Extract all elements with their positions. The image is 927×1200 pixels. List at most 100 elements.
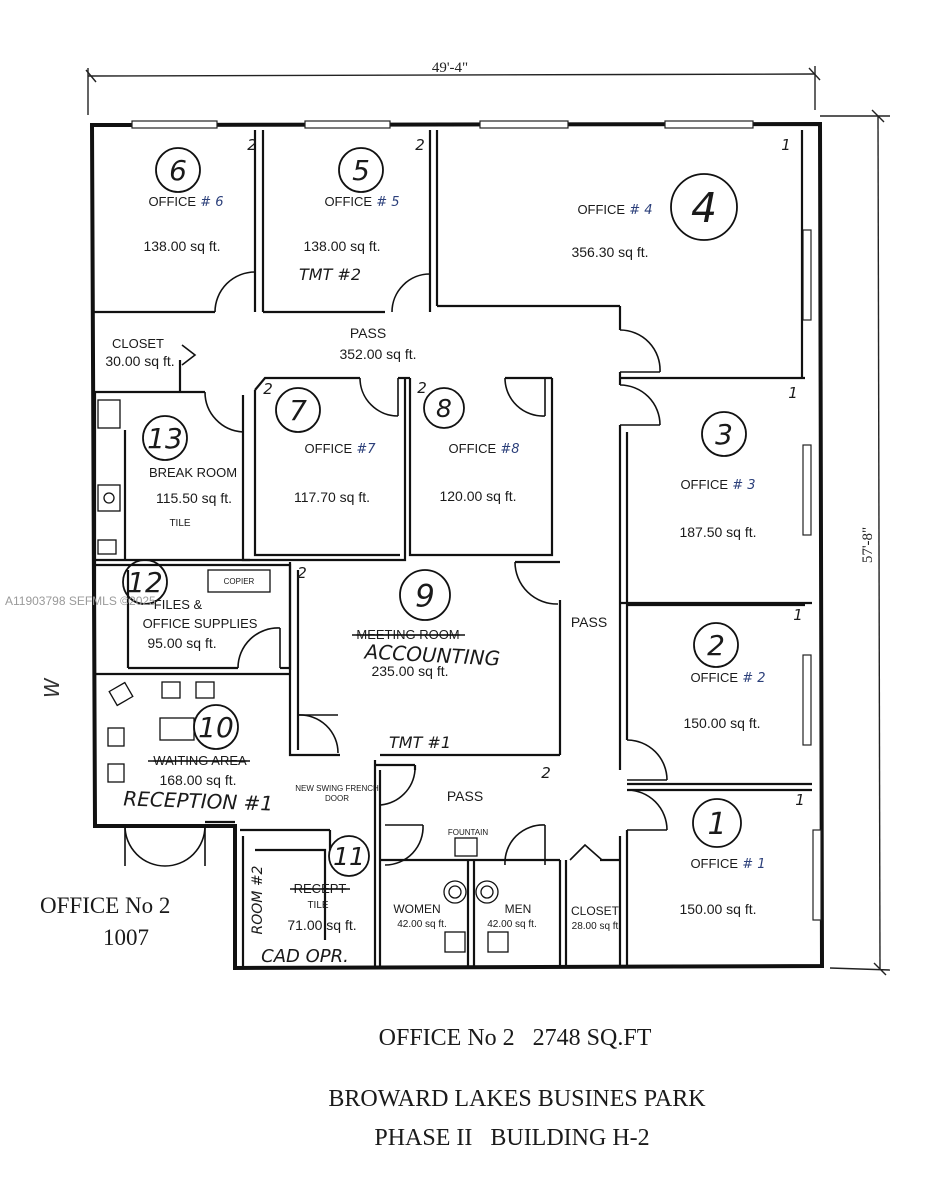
footer-building: PHASE II BUILDING H-2 [374, 1125, 649, 1151]
room-name: MEN [505, 902, 532, 916]
footer-summary: OFFICE No 2 2748 SQ.FT [379, 1025, 652, 1051]
handwritten-relabel-2: CAD OPR. [261, 946, 349, 967]
room-number-circle [155, 147, 201, 193]
room-number: 1 [707, 807, 726, 842]
handwritten-relabel: RECEPTION #1 [123, 786, 274, 815]
room-name: OFFICE # 4 [577, 202, 652, 218]
reception-desk [159, 717, 195, 741]
room-number-circle [122, 559, 168, 605]
room-area: 150.00 sq ft. [679, 901, 756, 917]
room-number-circle [670, 173, 738, 241]
corner-marker: 2 [415, 136, 425, 154]
room-area: 42.00 sq ft. [487, 919, 536, 930]
fountain-icon [454, 837, 478, 857]
room-area: 138.00 sq ft. [303, 238, 380, 254]
room-suffix: #8 [496, 442, 519, 457]
room-name-line2: DOOR [325, 794, 349, 803]
room-number: 11 [333, 842, 365, 871]
tenant-note: TMT #2 [299, 265, 361, 284]
handwritten-relabel: ROOM #2 [250, 865, 266, 934]
room-name: OFFICE # 6 [148, 194, 223, 210]
room-suffix: # 2 [738, 671, 765, 686]
fridge-icon [97, 399, 121, 429]
room-name: OFFICE # 3 [680, 477, 755, 493]
room-name: NEW SWING FRENCH [295, 784, 379, 793]
room-name: WOMEN [393, 902, 440, 916]
room-closet_top: CLOSET 30.00 sq ft. [105, 336, 174, 369]
room-number: 12 [127, 566, 163, 599]
room-name-line2: OFFICE SUPPLIES [143, 616, 258, 631]
room-number-circle [692, 798, 742, 848]
corner-marker: 1 [781, 136, 791, 154]
room-number: 2 [707, 629, 725, 662]
chair-icon [107, 763, 125, 783]
room-name: CLOSET [112, 336, 164, 351]
corner-marker: 2 [541, 764, 551, 782]
room-area: 138.00 sq ft. [143, 238, 220, 254]
room-area: 71.00 sq ft. [287, 917, 356, 933]
room-area: 150.00 sq ft. [683, 715, 760, 731]
corner-marker: 2 [247, 136, 257, 154]
chair-icon [161, 681, 181, 699]
footer-park-name: BROWARD LAKES BUSINES PARK [328, 1086, 706, 1112]
room-name: FILES & [154, 597, 203, 612]
copier-icon [207, 569, 271, 593]
room-area: 115.50 sq ft. [156, 490, 232, 506]
floor-type: TILE [307, 900, 328, 911]
toilet-icon-men [475, 880, 499, 904]
room-men: MEN 42.00 sq ft. [487, 902, 536, 930]
corner-marker: 1 [793, 606, 803, 624]
room-area: 120.00 sq ft. [439, 488, 516, 504]
height-dimension: 57'-8" [860, 527, 876, 563]
chair-icon [108, 681, 134, 707]
margin-mark: W [40, 677, 64, 698]
room-name: OFFICE #7 [305, 441, 377, 457]
room-number-circle [338, 147, 384, 193]
room-suffix: # 6 [196, 195, 223, 210]
toilet-icon-women [443, 880, 467, 904]
room-number: 10 [198, 711, 234, 744]
chair-icon [195, 681, 215, 699]
room-area: 30.00 sq ft. [105, 353, 174, 369]
room-area: 356.30 sq ft. [571, 244, 648, 260]
door-swings [124, 271, 668, 867]
windows [131, 120, 822, 921]
corner-marker: 2 [297, 564, 307, 582]
room-number: 6 [169, 154, 187, 187]
floor-type: TILE [169, 518, 190, 529]
room-suffix: #7 [352, 442, 376, 457]
room-number: 9 [415, 578, 435, 614]
room-area: 95.00 sq ft. [147, 635, 216, 651]
room-number-circle [328, 835, 370, 877]
side-office-number: 1007 [103, 925, 149, 950]
room-name: OFFICE # 1 [690, 856, 765, 872]
room-number: 5 [352, 154, 370, 187]
room-suffix: # 4 [625, 203, 652, 218]
room-name: PASS [447, 788, 483, 804]
copier-label: COPIER [224, 577, 255, 586]
room-number-circle [399, 569, 451, 621]
room-number: 8 [436, 394, 452, 423]
room-suffix: # 3 [728, 478, 755, 493]
room-name: OFFICE #8 [449, 441, 520, 457]
room-area: 352.00 sq ft. [339, 346, 416, 362]
watermark: A11903798 SEFMLS ©2025 [5, 594, 156, 608]
fountain-label: FOUNTAIN [448, 828, 489, 837]
room-number-circle [142, 415, 188, 461]
